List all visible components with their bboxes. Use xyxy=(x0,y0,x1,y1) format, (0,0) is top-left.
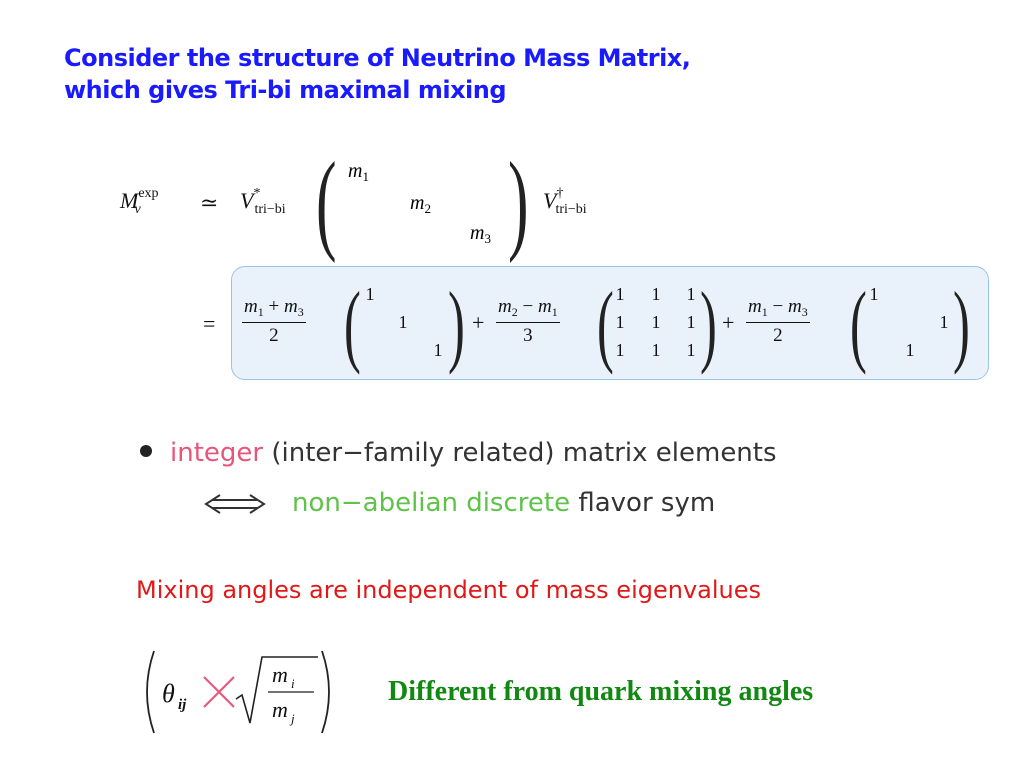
term2-entry: 1 xyxy=(615,340,625,360)
equals-sign: = xyxy=(203,311,216,336)
term3-entry: 1 xyxy=(869,284,879,304)
integer-elements-bullet: integer (inter−family related) matrix el… xyxy=(140,438,777,468)
term2-entry: 1 xyxy=(615,284,625,304)
flavor-symmetry-line: non−abelian discrete flavor sym xyxy=(202,488,715,518)
approx-equal-sign: ≃ xyxy=(200,190,219,215)
term2-coefficient: m2 − m1 3 xyxy=(496,296,560,346)
term1-entry: 1 xyxy=(365,284,375,304)
symmetry-rest-text: flavor sym xyxy=(570,488,716,518)
sqrt-denominator-sub: j xyxy=(289,711,295,726)
term2-entry: 1 xyxy=(651,312,661,332)
term2-entry: 1 xyxy=(651,284,661,304)
title-line-2: which gives Tri-bi maximal mixing xyxy=(64,76,507,104)
term2-entry: 1 xyxy=(686,312,696,332)
term1-entry: 1 xyxy=(398,312,408,332)
cross-mark-icon xyxy=(203,676,235,708)
sqrt-sign-icon xyxy=(235,656,318,724)
term2-left-paren: ( xyxy=(597,273,614,375)
diag-entry-m3: m3 xyxy=(470,222,491,246)
sqrt-numerator-sub: i xyxy=(291,676,295,691)
mass-matrix-symbol: Mexpν xyxy=(120,186,159,217)
theta-subscript: ij xyxy=(178,697,187,713)
diag-entry-m2: m2 xyxy=(410,192,431,216)
term2-right-paren: ) xyxy=(700,273,717,375)
term1-entry: 1 xyxy=(433,340,443,360)
tribi-matrix-conjugate: V*tri−bi xyxy=(240,186,286,217)
quark-mixing-note: Different from quark mixing angles xyxy=(388,676,814,707)
decomposition-highlight-box xyxy=(231,266,989,380)
tribi-matrix-dagger: V†tri−bi xyxy=(543,186,587,217)
bullet-dot-icon xyxy=(140,445,152,457)
term3-entry: 1 xyxy=(939,312,949,332)
title-line-1: Consider the structure of Neutrino Mass … xyxy=(64,44,691,72)
diag-matrix-left-paren: ( xyxy=(316,140,337,264)
sqrt-numerator: m xyxy=(272,662,288,687)
slide-title: Consider the structure of Neutrino Mass … xyxy=(64,42,964,106)
bullet-rest-text: (inter−family related) matrix elements xyxy=(263,438,777,468)
double-arrow-icon xyxy=(204,494,266,514)
theta-symbol: θ xyxy=(162,679,175,708)
term1-coefficient: m1 + m3 2 xyxy=(242,296,306,346)
sqrt-denominator: m xyxy=(272,697,288,722)
term2-entry: 1 xyxy=(686,284,696,304)
non-abelian-highlight: non−abelian discrete xyxy=(292,488,571,518)
diag-entry-m1: m1 xyxy=(348,160,369,184)
term2-entry: 1 xyxy=(651,340,661,360)
term2-entry: 1 xyxy=(686,340,696,360)
theta-not-sqrt-mass-ratio: θ ij m i m j xyxy=(146,650,330,734)
term3-coefficient: m1 − m3 2 xyxy=(746,296,810,346)
plus-sign: + xyxy=(472,310,485,335)
diag-matrix-right-paren: ) xyxy=(508,140,529,264)
term3-left-paren: ( xyxy=(850,273,867,375)
term2-entry: 1 xyxy=(615,312,625,332)
plus-sign: + xyxy=(722,310,735,335)
term1-left-paren: ( xyxy=(344,273,361,375)
integer-highlight: integer xyxy=(170,438,264,468)
term1-right-paren: ) xyxy=(448,273,465,375)
mixing-angles-remark: Mixing angles are independent of mass ei… xyxy=(136,576,762,604)
term3-right-paren: ) xyxy=(953,273,970,375)
term3-entry: 1 xyxy=(905,340,915,360)
